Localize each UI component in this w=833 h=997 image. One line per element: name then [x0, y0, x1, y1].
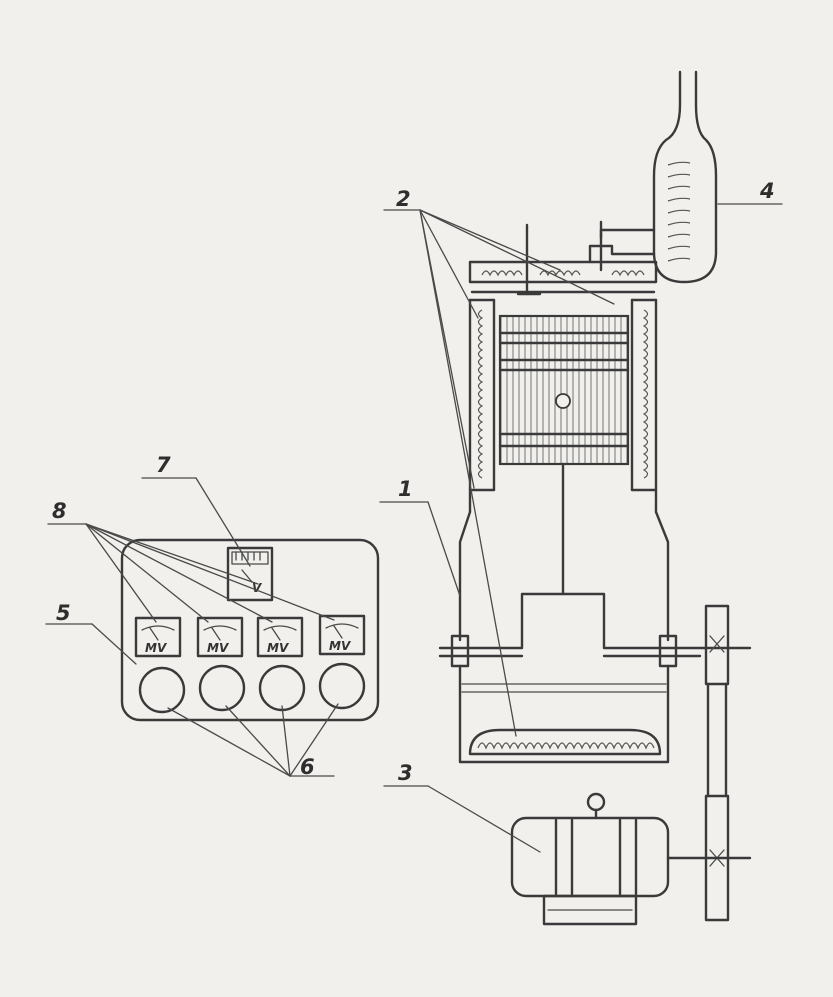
knob-icon — [198, 664, 246, 712]
piston-pin — [555, 393, 571, 409]
label-millivoltmeters: 8 — [52, 499, 67, 523]
crankcase-right — [654, 510, 670, 642]
gauge-icon: MV — [256, 616, 304, 658]
label-engine: 1 — [398, 477, 413, 501]
voltmeter-unit: V — [252, 581, 263, 595]
electric-motor — [510, 792, 670, 926]
engine — [438, 220, 752, 764]
svg-text:MV: MV — [329, 639, 352, 653]
voltmeter-needle — [241, 569, 253, 583]
crankshaft — [438, 592, 752, 650]
engine-pulley — [704, 604, 730, 686]
svg-text:MV: MV — [267, 641, 290, 655]
knob-icon — [258, 664, 306, 712]
heating-coil-icon — [477, 270, 655, 750]
label-motor: 3 — [398, 761, 413, 785]
gauge-icon: MV — [196, 616, 244, 658]
crankcase-left — [458, 510, 472, 642]
oil-sump — [458, 664, 670, 764]
gauge-icon: MV — [318, 614, 366, 656]
gauge-icon: MV — [134, 616, 182, 658]
label-panel: 5 — [56, 601, 71, 625]
piston — [498, 314, 630, 466]
panel-body — [120, 538, 380, 722]
knob-icon — [138, 666, 186, 714]
knob-icon — [318, 662, 366, 710]
belt-drive — [666, 604, 752, 922]
cylinder-head-top — [468, 260, 658, 284]
label-vessel: 4 — [759, 179, 775, 203]
label-knobs: 6 — [300, 755, 315, 779]
exhaust-vessel — [588, 70, 718, 284]
exhaust-pipe — [599, 228, 656, 240]
label-voltmeter: 7 — [156, 453, 171, 477]
voltmeter: V — [226, 546, 274, 602]
label-heaters: 2 — [396, 187, 411, 211]
vessel-coil-icon — [667, 161, 691, 262]
leader-lines — [45, 203, 783, 853]
control-panel: V MV MV MV MV — [120, 538, 380, 722]
motor-terminal — [586, 792, 606, 812]
motor-base — [542, 894, 638, 926]
svg-text:MV: MV — [145, 641, 168, 655]
svg-text:MV: MV — [207, 641, 230, 655]
